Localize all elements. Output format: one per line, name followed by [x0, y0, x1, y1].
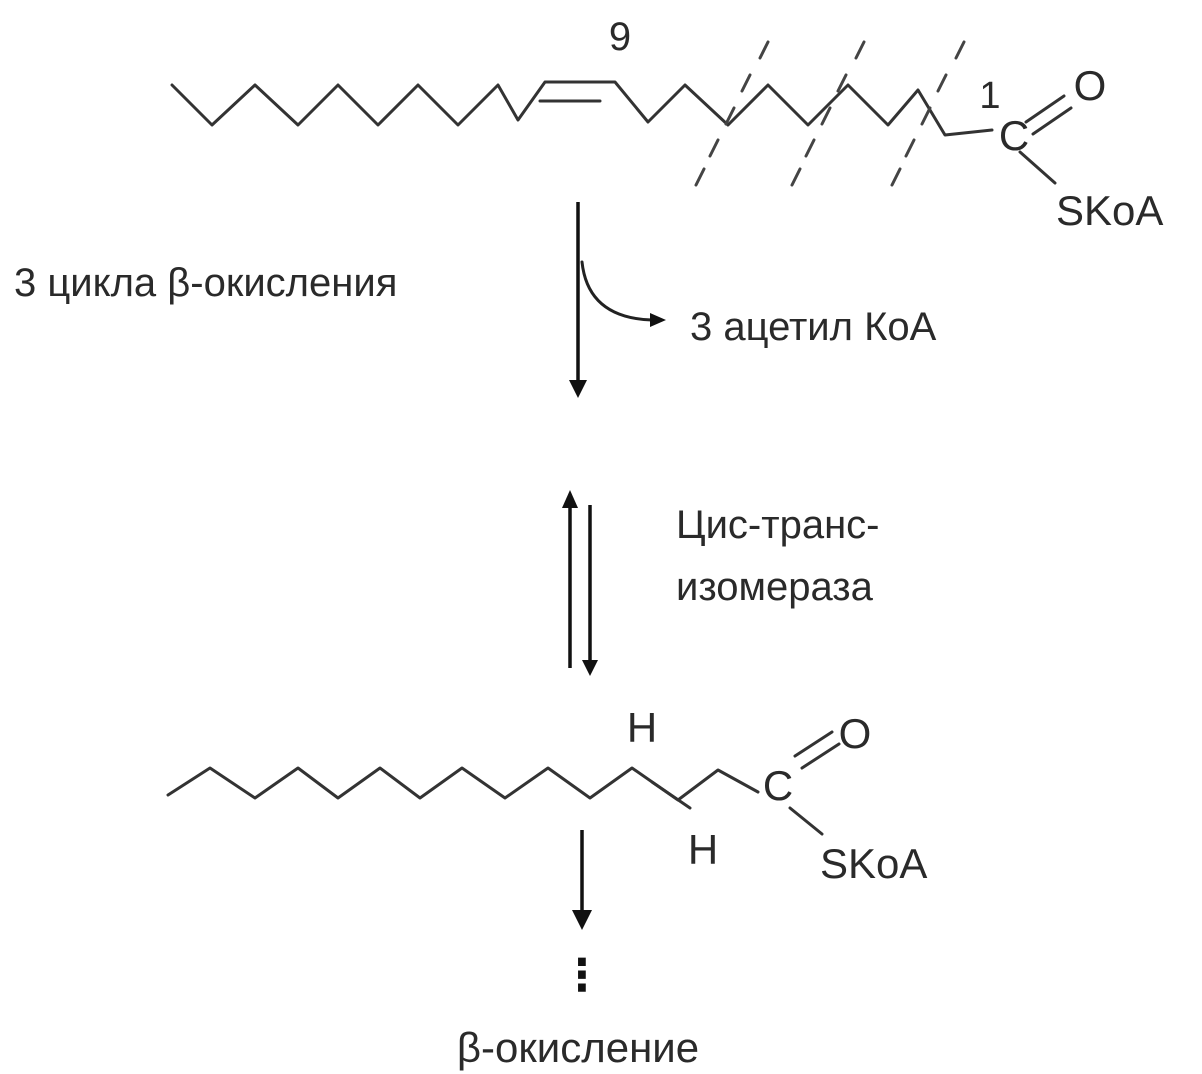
top-carbonyl-bond-a	[1024, 94, 1066, 124]
top-carbonyl-bond-b	[1031, 106, 1073, 136]
step1-arrow	[569, 202, 666, 398]
top-carbonyl-oxygen: O	[1074, 62, 1107, 109]
top-c-s-bond	[1018, 150, 1057, 185]
top-carbon-chain	[170, 80, 994, 137]
bottom-carbonyl-bond-a	[793, 730, 834, 758]
top-carbonyl-carbon: C	[999, 112, 1029, 159]
oleoyl-coa-structure: 9 1 C O SKoA	[170, 15, 1163, 234]
final-beta-oxidation-label: β-окисление	[457, 1024, 699, 1071]
enzyme-label-line1: Цис-транс-	[676, 503, 879, 547]
bottom-carbonyl-oxygen: O	[839, 710, 872, 757]
step3-arrow	[572, 830, 592, 930]
step1-side-product: 3 ацетил КоА	[690, 305, 937, 349]
step1-reaction-label: 3 цикла β-окисления	[14, 261, 397, 305]
locant-1: 1	[979, 75, 1000, 117]
bottom-carbonyl-carbon: C	[763, 762, 793, 809]
top-skoa-label: SKoA	[1056, 187, 1163, 234]
enzyme-label-line2: изомераза	[676, 565, 874, 609]
cleavage-dashes	[694, 40, 966, 187]
locant-9: 9	[609, 15, 631, 59]
continuation-dots: ⋮	[560, 951, 604, 1000]
bottom-h-top: H	[627, 704, 657, 751]
bottom-h-bottom: H	[688, 826, 718, 873]
bottom-trans-double-bond	[650, 780, 692, 810]
isomerase-equilibrium-arrows	[562, 490, 598, 676]
trans-enoyl-coa-structure: H H C O SKoA	[166, 704, 927, 887]
bottom-c-s-bond	[788, 806, 824, 836]
bottom-carbonyl-bond-b	[800, 742, 841, 770]
bottom-skoa-label: SKoA	[820, 840, 927, 887]
